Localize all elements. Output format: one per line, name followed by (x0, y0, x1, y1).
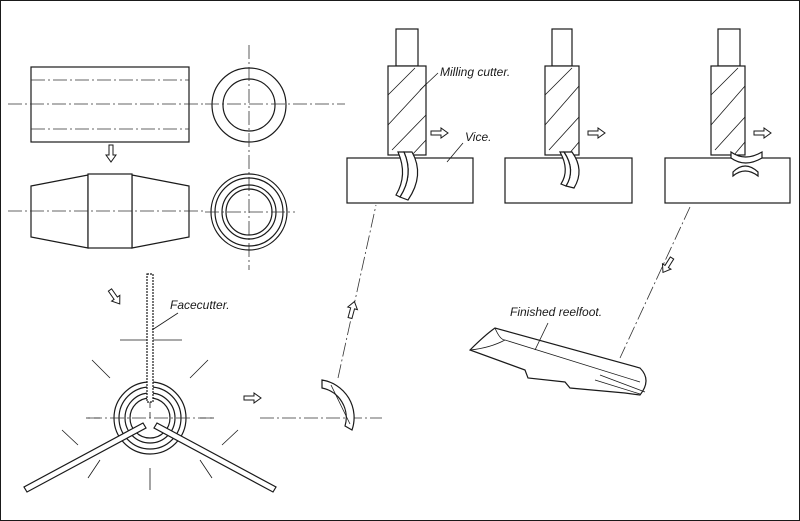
facecutter-bar-vertical (146, 273, 154, 403)
arrow-right-icon (430, 127, 449, 139)
facecutter-label: Facecutter. (170, 298, 230, 312)
milling-cutter-label: Milling cutter. (440, 65, 510, 79)
turned-tube-end-view (205, 173, 295, 251)
arrow-down-right-icon (105, 286, 125, 308)
ring-segment (260, 379, 382, 431)
tube-end-view (205, 45, 345, 270)
milling-station-2 (504, 28, 633, 204)
milling-station-1: Milling cutter. Vice. (346, 28, 510, 204)
arrow-down-icon (105, 144, 117, 163)
finished-reelfoot: Finished reelfoot. (468, 305, 647, 396)
vice (664, 157, 791, 204)
arrow-down-left-icon (658, 254, 677, 276)
turned-tube-side-view (8, 173, 205, 249)
arrow-right-icon (753, 127, 772, 139)
tube-side-view (8, 66, 205, 143)
milling-station-3 (664, 28, 791, 204)
arrow-up-icon (344, 299, 360, 320)
vice-label: Vice. (465, 130, 491, 144)
arrow-right-icon (587, 127, 606, 139)
finished-reelfoot-label: Finished reelfoot. (510, 305, 602, 319)
arrow-right-icon (243, 392, 262, 404)
facecutter-assembly: Facecutter. (23, 273, 277, 493)
facecutter-bar-right (153, 422, 277, 493)
facecutter-bar-left (23, 422, 147, 493)
